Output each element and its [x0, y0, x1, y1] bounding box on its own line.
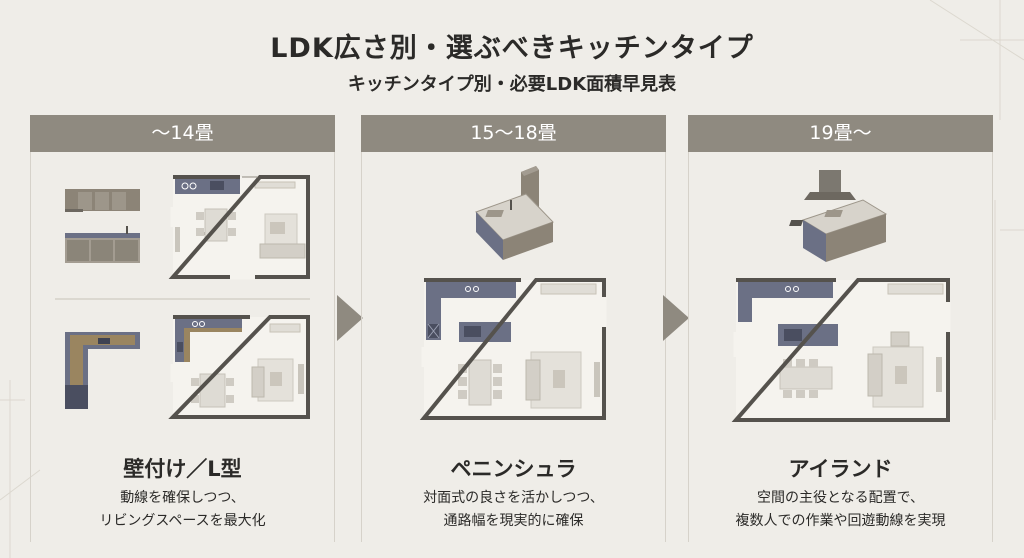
arrow-right-icon: [337, 295, 363, 341]
column-large: 19畳〜: [688, 115, 993, 545]
size-header: 〜14畳: [30, 115, 335, 152]
floor-plan-wall-kitchen: [168, 175, 310, 280]
size-header: 15〜18畳: [361, 115, 666, 152]
wall-and-l-kitchen-illustration: [55, 175, 310, 419]
l-kitchen-iso: [65, 332, 140, 409]
peninsula-iso: [475, 166, 554, 260]
island-iso: [789, 170, 888, 262]
kitchen-description: 動線を確保しつつ、 リビングスペースを最大化: [30, 487, 335, 533]
kitchen-description: 対面式の良さを活かしつつ、 通路幅を現実的に確保: [361, 487, 666, 533]
description-line: 対面式の良さを活かしつつ、: [423, 490, 604, 506]
kitchen-type-label: ペニンシュラ: [450, 457, 577, 481]
floor-plan-island: [731, 278, 951, 422]
description-line: 複数人での作業や回遊動線を実現: [735, 513, 946, 529]
floor-plan-l-kitchen: [168, 315, 310, 419]
wall-kitchen-elevation: [65, 189, 140, 263]
kitchen-type-label: アイランド: [788, 457, 893, 481]
column-small: 〜14畳: [30, 115, 335, 545]
column-frame: [688, 152, 993, 542]
description-line: 通路幅を現実的に確保: [443, 513, 584, 529]
column-frame: [361, 152, 666, 542]
description-line: 動線を確保しつつ、: [120, 490, 245, 506]
page-subtitle: キッチンタイプ別・必要LDK面積早見表: [347, 74, 677, 95]
kitchen-type-label: 壁付け／L型: [123, 457, 242, 481]
column-frame: [30, 152, 335, 542]
kitchen-description: 空間の主役となる配置で、 複数人での作業や回遊動線を実現: [688, 487, 993, 533]
description-line: 空間の主役となる配置で、: [756, 490, 925, 506]
description-line: リビングスペースを最大化: [99, 513, 266, 529]
size-header: 19畳〜: [688, 115, 993, 152]
arrow-right-icon: [663, 295, 689, 341]
island-kitchen-illustration: [731, 170, 951, 422]
column-medium: 15〜18畳: [361, 115, 666, 545]
page-title: LDK広さ別・選ぶべきキッチンタイプ: [270, 33, 754, 64]
peninsula-kitchen-illustration: [419, 166, 607, 420]
floor-plan-peninsula: [419, 278, 607, 420]
